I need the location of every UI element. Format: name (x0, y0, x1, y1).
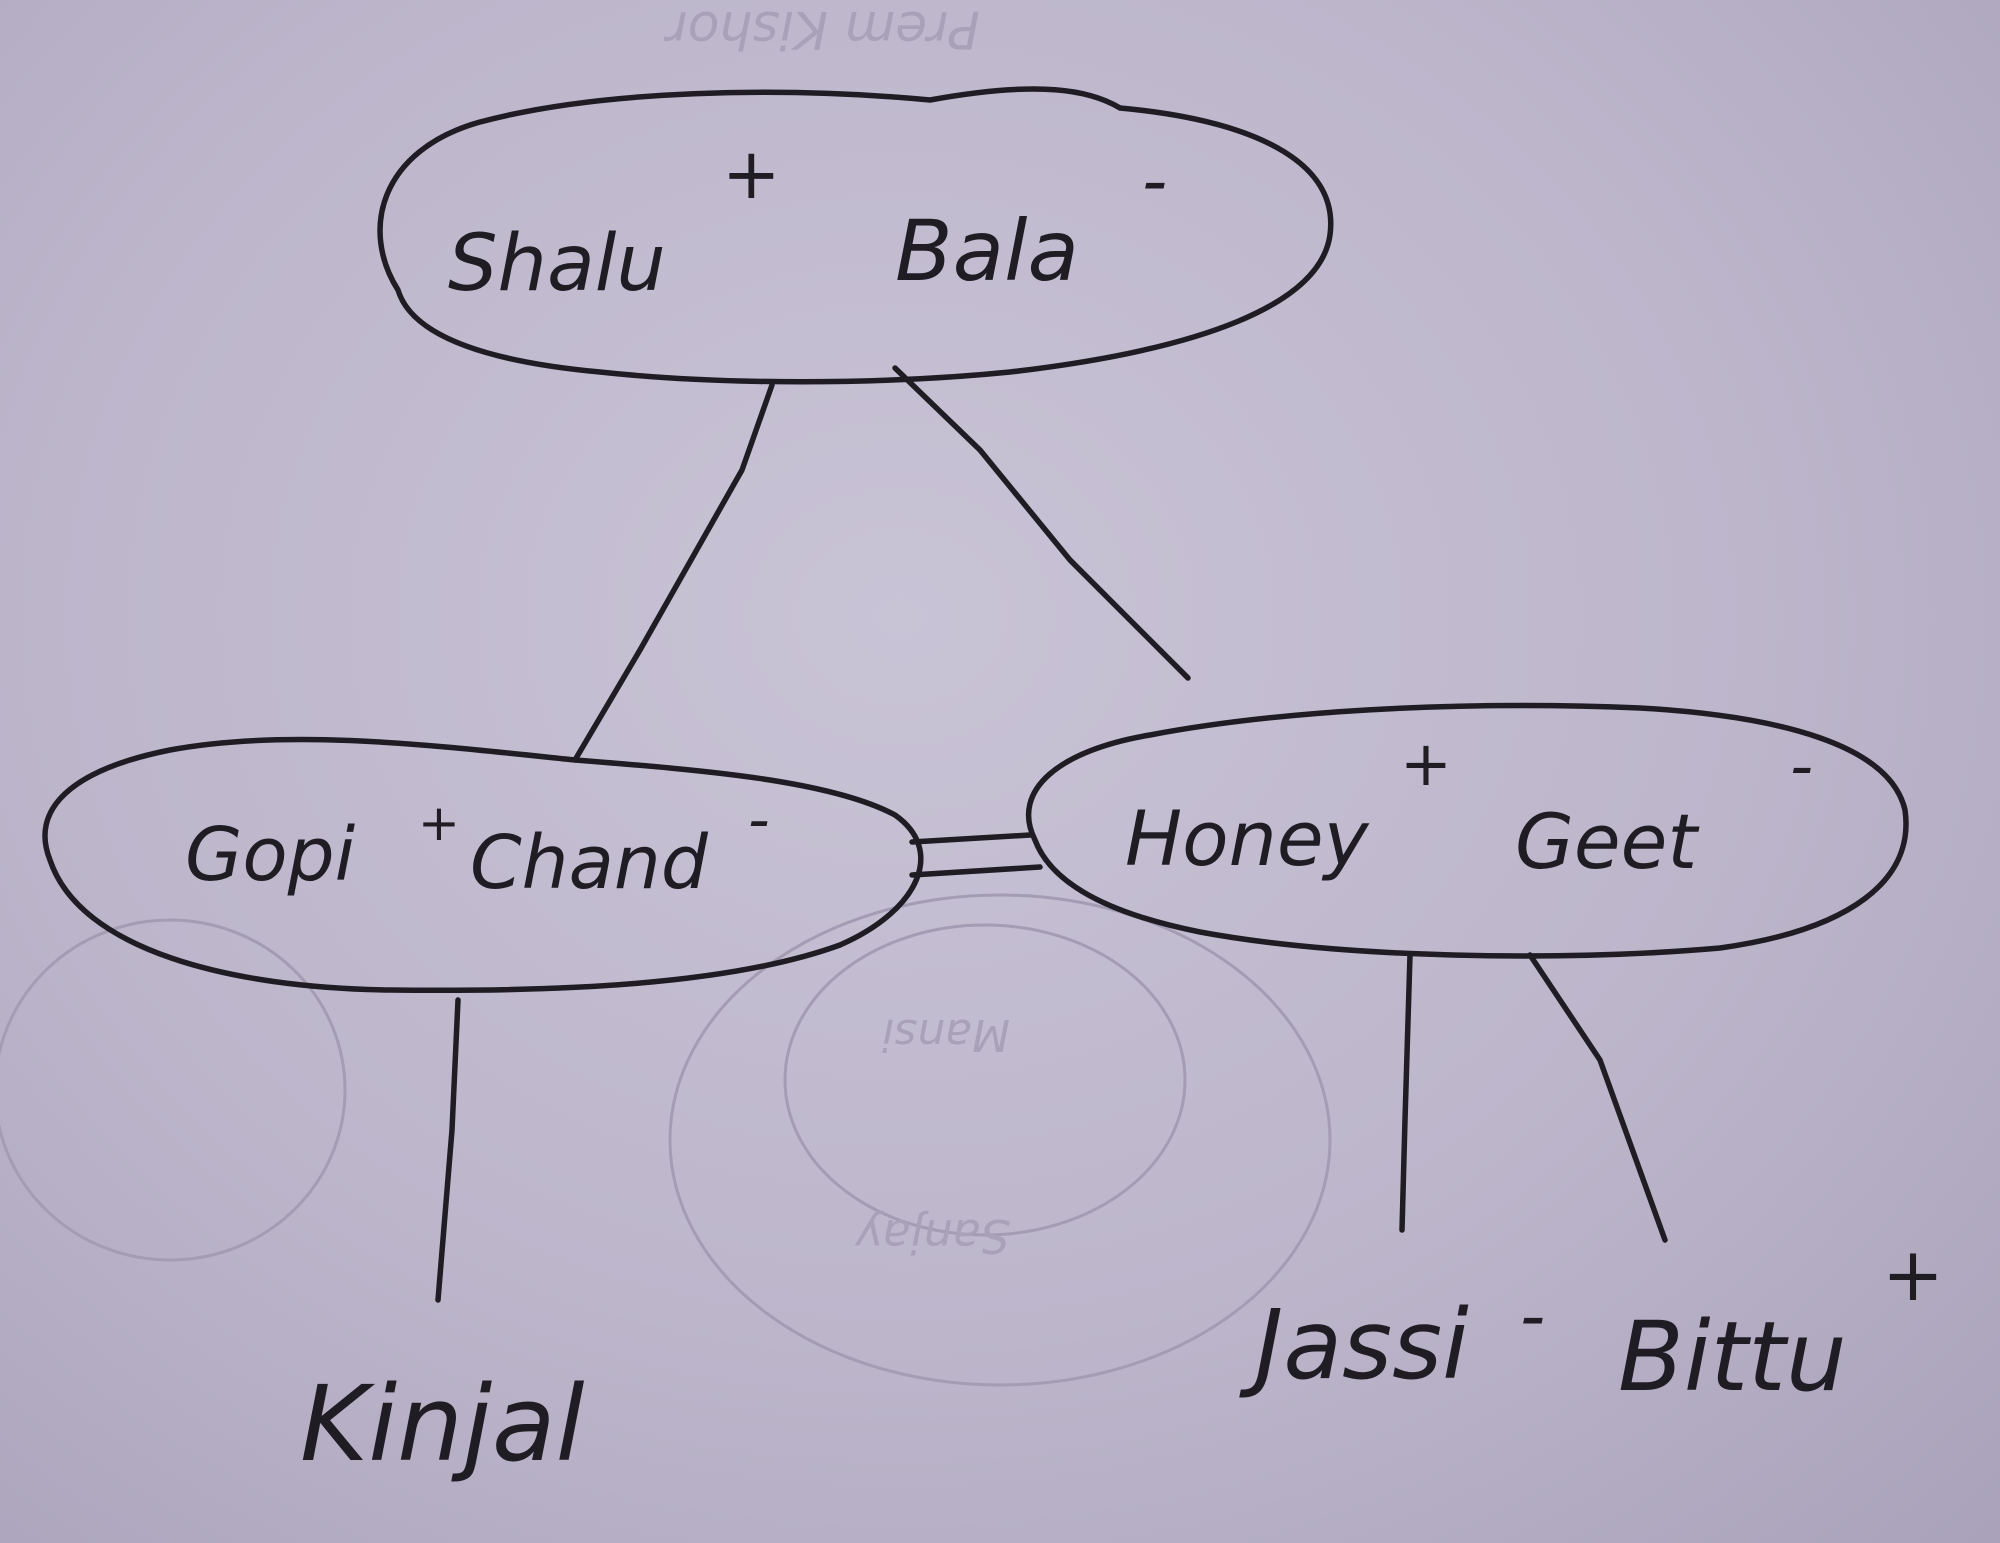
marriage-link (909, 832, 1043, 878)
show-through-top: Prem Kishor (663, 0, 980, 59)
ellipse-top (377, 86, 1334, 385)
edge-top-to-right-couple (892, 365, 1191, 681)
name-kinjal: Kinjal (300, 1363, 585, 1485)
name-gopi: Gopi (185, 812, 356, 898)
sign-bala: - (1142, 140, 1167, 222)
show-through-bottom: Sanjay (854, 1209, 1010, 1263)
sign-bittu: + (1882, 1232, 1944, 1318)
edge-left-couple-to-kinjal (435, 997, 461, 1303)
name-bala: Bala (895, 202, 1079, 300)
edge-right-couple-to-jassi (1399, 952, 1413, 1233)
name-chand: Chand (470, 820, 709, 906)
edge-right-couple-to-bittu (1527, 952, 1668, 1243)
node-honey-geet: Honey + Geet - (1025, 702, 1909, 959)
show-through-middle: Mansi (881, 1009, 1010, 1060)
name-shalu: Shalu (448, 219, 666, 309)
show-through-circle-middle (783, 923, 1187, 1237)
sign-jassi: - (1520, 1275, 1545, 1357)
marriage-link-upper (909, 832, 1033, 845)
edge-top-to-left-couple (572, 382, 775, 763)
sign-gopi: + (418, 794, 460, 852)
marriage-link-lower (909, 864, 1043, 878)
node-bittu: Bittu + (1618, 1232, 1944, 1413)
node-kinjal: Kinjal (300, 1363, 585, 1485)
name-honey: Honey (1125, 794, 1370, 883)
show-through-circle-outer (668, 893, 1332, 1387)
name-jassi: Jassi (1239, 1289, 1469, 1401)
sign-shalu: + (722, 133, 781, 215)
ellipse-right (1025, 702, 1909, 959)
sign-chand: - (748, 785, 770, 855)
name-bittu: Bittu (1618, 1301, 1847, 1413)
name-geet: Geet (1515, 797, 1700, 886)
sign-honey: + (1400, 727, 1452, 800)
node-shalu-bala: Shalu + Bala - (377, 86, 1334, 385)
node-jassi: Jassi - (1239, 1275, 1545, 1401)
sign-geet: - (1790, 730, 1813, 804)
show-through-layer: Prem Kishor Mansi Sanjay (0, 0, 1332, 1387)
ellipse-left (42, 736, 924, 994)
node-gopi-chand: Gopi + Chand - (42, 736, 924, 994)
show-through-circle-left (0, 918, 347, 1262)
